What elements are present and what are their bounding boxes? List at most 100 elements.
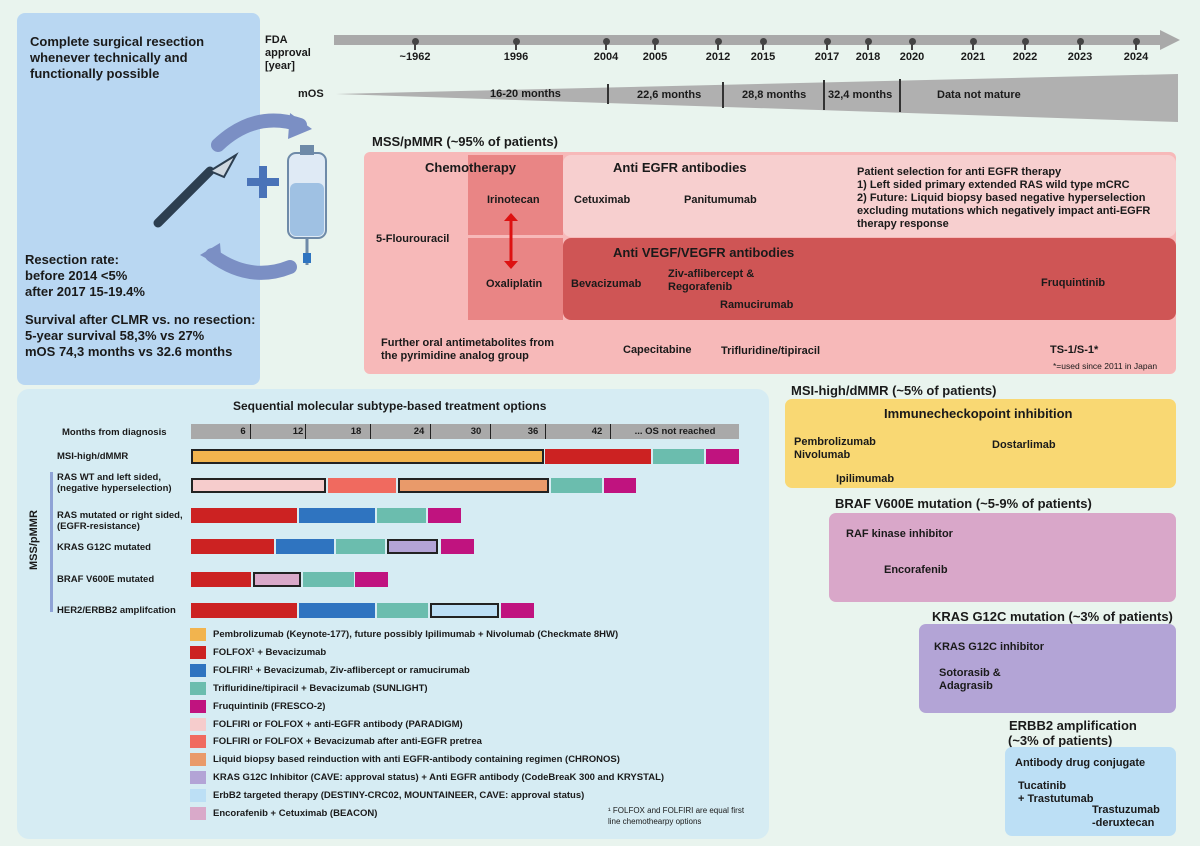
axis-tick-label: 36 bbox=[527, 426, 539, 437]
axis-tick-label: 18 bbox=[350, 426, 362, 437]
timeline-pin bbox=[414, 42, 416, 50]
ts1-label: TS-1/S-1* bbox=[1050, 344, 1099, 356]
mss-header: MSS/pMMR (~95% of patients) bbox=[372, 134, 558, 149]
treatment-bar bbox=[377, 603, 428, 618]
mos-segment-5: Data not mature bbox=[937, 89, 1021, 101]
row-label: MSI-high/dMMR bbox=[57, 451, 129, 462]
bevacizumab-label: Bevacizumab bbox=[571, 278, 642, 290]
mos-segment-1: 16-20 months bbox=[490, 88, 561, 100]
sequential-title: Sequential molecular subtype-based treat… bbox=[233, 399, 547, 413]
mos-wedge bbox=[336, 74, 1178, 122]
timeline-year: 2005 bbox=[642, 51, 668, 63]
double-arrow-icon bbox=[504, 213, 518, 269]
axis-tick-label: 30 bbox=[470, 426, 482, 437]
treatment-bar bbox=[428, 508, 461, 523]
chemo-title: Chemotherapy bbox=[425, 160, 517, 175]
kras-header: KRAS G12C mutation (~3% of patients) bbox=[932, 609, 1173, 624]
irinotecan-label: Irinotecan bbox=[487, 194, 540, 206]
legend-label: FOLFIRI¹ + Bevacizumab, Ziv-aflibercept … bbox=[213, 664, 470, 676]
msi-header: MSI-high/dMMR (~5% of patients) bbox=[791, 383, 997, 398]
vegf-title: Anti VEGF/VEGFR antibodies bbox=[613, 245, 795, 260]
axis-tick-label: 6 bbox=[240, 426, 246, 437]
braf-box bbox=[829, 513, 1176, 602]
timeline-pin bbox=[1024, 42, 1026, 50]
timeline-pin bbox=[762, 42, 764, 50]
legend-swatch bbox=[190, 681, 206, 695]
adagrasib-label: Adagrasib bbox=[939, 680, 993, 692]
resection-after: after 2017 15-19.4% bbox=[25, 284, 145, 299]
treatment-bar bbox=[441, 539, 474, 554]
treatment-bar bbox=[191, 539, 274, 554]
tucatinib-label: Tucatinib bbox=[1018, 780, 1067, 792]
oral-title: Further oral antimetabolites from the py… bbox=[381, 337, 554, 362]
timeline-year: ~1962 bbox=[399, 51, 431, 63]
timeline-dot bbox=[970, 38, 977, 45]
mss-side-label: MSS/pMMR bbox=[28, 510, 40, 570]
axis-divider bbox=[370, 424, 371, 439]
legend-label: FOLFOX¹ + Bevacizumab bbox=[213, 646, 327, 658]
cetuximab-label: Cetuximab bbox=[574, 194, 631, 206]
axis-tick-label: 42 bbox=[591, 426, 603, 437]
selection-text: Patient selection for anti EGFR therapy … bbox=[857, 166, 1157, 231]
cycle-arrow-top-icon bbox=[211, 113, 307, 152]
selection-1: 1) Left sided primary extended RAS wild … bbox=[857, 179, 1130, 191]
axis-divider bbox=[545, 424, 546, 439]
encorafenib-label: Encorafenib bbox=[884, 564, 948, 576]
fda-approval-label: FDA approval [year] bbox=[265, 34, 311, 72]
timeline-pin bbox=[605, 42, 607, 50]
legend-label: Encorafenib + Cetuximab (BEACON) bbox=[213, 808, 378, 819]
plus-icon bbox=[247, 166, 279, 198]
egfr-box bbox=[563, 155, 1176, 237]
raf-title: RAF kinase inhibitor bbox=[846, 528, 953, 540]
survival-5yr: 5-year survival 58,3% vs 27% bbox=[25, 328, 205, 343]
vegf-box bbox=[563, 238, 1176, 320]
timeline-year: 2015 bbox=[750, 51, 776, 63]
timeline-pin bbox=[1079, 42, 1081, 50]
timeline-pin bbox=[867, 42, 869, 50]
legend-label: FOLFIRI or FOLFOX + Bevacizumab after an… bbox=[213, 736, 482, 748]
trifluridine-label: Trifluridine/tipiracil bbox=[721, 345, 821, 357]
legend-swatch bbox=[190, 789, 206, 803]
fu-label: 5-Flourouracil bbox=[376, 233, 450, 245]
treatment-bar bbox=[551, 478, 602, 493]
treatment-bar bbox=[653, 449, 704, 464]
legend-footnote: ¹ FOLFOX and FOLFIRI are equal first lin… bbox=[608, 806, 745, 826]
msi-box bbox=[785, 399, 1176, 488]
timeline-year: 2022 bbox=[1012, 51, 1038, 63]
treatment-bar bbox=[377, 508, 426, 523]
row-label: RAS mutated or right sided, (EGFR-resist… bbox=[57, 510, 183, 532]
months-axis bbox=[191, 424, 739, 439]
sotorasib-label: Sotorasib & bbox=[939, 667, 1001, 679]
timeline-pin bbox=[972, 42, 974, 50]
timeline-dot bbox=[412, 38, 419, 45]
mos-label: mOS bbox=[298, 88, 324, 100]
oxaliplatin-block bbox=[468, 238, 563, 320]
resection-stats: Resection rate: before 2014 <5% after 20… bbox=[25, 252, 260, 360]
axis-tick-label: 24 bbox=[413, 426, 425, 437]
legend-label: KRAS G12C Inhibitor (CAVE: approval stat… bbox=[213, 772, 665, 784]
treatment-bar bbox=[545, 449, 651, 464]
oxaliplatin-label: Oxaliplatin bbox=[486, 278, 543, 290]
trastuzumab-label: Trastuzumab bbox=[1092, 804, 1160, 816]
legend-swatch bbox=[190, 807, 206, 820]
resection-panel bbox=[17, 13, 260, 385]
erbb2-box bbox=[1005, 747, 1176, 836]
timeline-year: 2004 bbox=[593, 51, 619, 63]
treatment-bar bbox=[336, 539, 385, 554]
legend-swatch bbox=[190, 717, 206, 731]
ipilimumab-label: Ipilimumab bbox=[836, 473, 895, 485]
treatment-bar bbox=[604, 478, 636, 493]
resection-title: Complete surgical resection whenever tec… bbox=[30, 34, 205, 81]
row-label: BRAF V600E mutated bbox=[57, 574, 155, 585]
treatment-bar bbox=[706, 449, 739, 464]
legend-label: Trifluridine/tipiracil + Bevacizumab (SU… bbox=[213, 682, 428, 694]
legend-label: Pembrolizumab (Keynote-177), future poss… bbox=[213, 629, 619, 640]
selection-title: Patient selection for anti EGFR therapy bbox=[857, 166, 1062, 178]
treatment-bar bbox=[430, 603, 499, 618]
irinotecan-block bbox=[468, 155, 563, 235]
treatment-bar bbox=[299, 508, 375, 523]
deruxtecan-label: -deruxtecan bbox=[1092, 817, 1155, 829]
resection-before: before 2014 <5% bbox=[25, 268, 128, 283]
timeline-arrow bbox=[334, 30, 1180, 50]
timeline-pin bbox=[717, 42, 719, 50]
